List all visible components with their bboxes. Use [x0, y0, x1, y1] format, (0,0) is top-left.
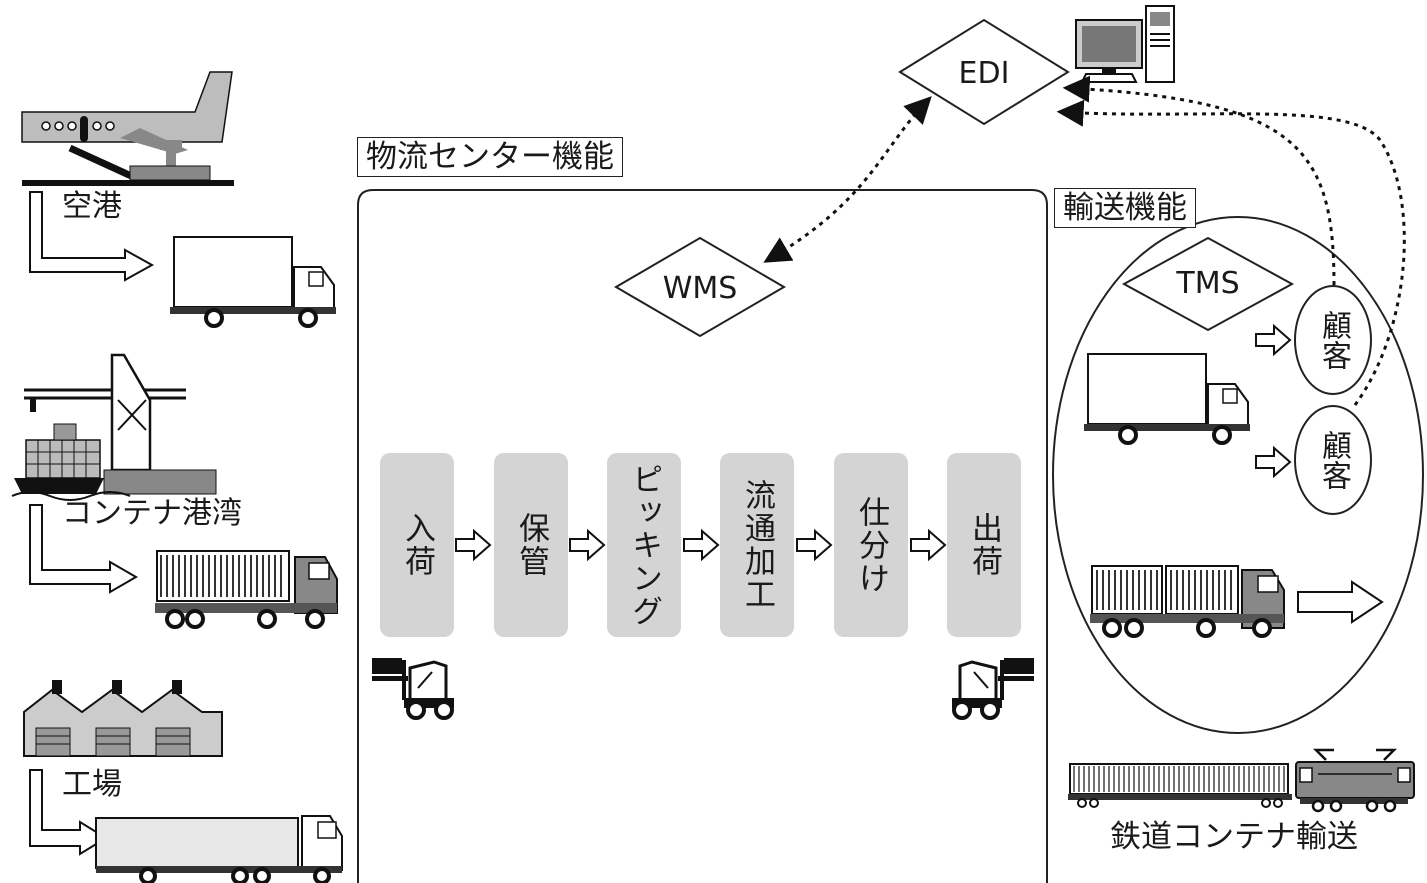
step-label: 仕分け	[854, 496, 888, 595]
transport-truck-icon	[1084, 354, 1250, 443]
flow-arrow-3	[684, 531, 718, 559]
step-label: 保管	[514, 512, 548, 578]
step-label: 流通加工	[740, 479, 774, 611]
outbound-arrow	[1298, 582, 1382, 622]
step-label: 出荷	[967, 512, 1001, 578]
logistics-center-label: 物流センター機能	[357, 137, 623, 177]
airport-icon	[22, 72, 234, 186]
tms-label: TMS	[1176, 267, 1239, 301]
step-shipping: 出荷	[947, 453, 1021, 637]
step-label: ピッキング	[627, 463, 661, 628]
flow-arrow-5	[911, 531, 945, 559]
step-sorting: 仕分け	[834, 453, 908, 637]
flow-arrow-2	[570, 531, 604, 559]
step-receiving: 入荷	[380, 453, 454, 637]
flow-arrow-1	[456, 531, 490, 559]
rail-transport-label: 鉄道コンテナ輸送	[1110, 820, 1358, 854]
flow-arrow-4	[797, 531, 831, 559]
customer-label-2: 顧客	[1293, 420, 1373, 500]
container-port-icon	[12, 355, 216, 500]
rail-container-train-icon	[1068, 750, 1414, 811]
edi-label: EDI	[959, 57, 1010, 91]
transport-container-truck-icon	[1090, 566, 1284, 636]
step-label: 入荷	[400, 512, 434, 578]
factory-label: 工場	[62, 768, 122, 802]
wms-label: WMS	[663, 272, 738, 306]
factory-trailer-icon	[96, 816, 342, 883]
forklift-left-icon	[372, 658, 454, 718]
to-customer-arrow-2	[1256, 448, 1290, 476]
airport-label: 空港	[62, 190, 122, 224]
to-customer-arrow-1	[1256, 326, 1290, 354]
forklift-right-icon	[952, 658, 1034, 718]
transport-function-label: 輸送機能	[1054, 188, 1196, 228]
step-processing: 流通加工	[720, 453, 794, 637]
step-storage: 保管	[494, 453, 568, 637]
computer-icon	[1076, 6, 1174, 82]
factory-icon	[24, 680, 222, 756]
customer-label-1: 顧客	[1293, 300, 1373, 380]
step-picking: ピッキング	[607, 453, 681, 637]
port-truck-icon	[155, 551, 337, 627]
container-port-label: コンテナ港湾	[62, 497, 242, 531]
airport-truck-icon	[170, 237, 336, 326]
